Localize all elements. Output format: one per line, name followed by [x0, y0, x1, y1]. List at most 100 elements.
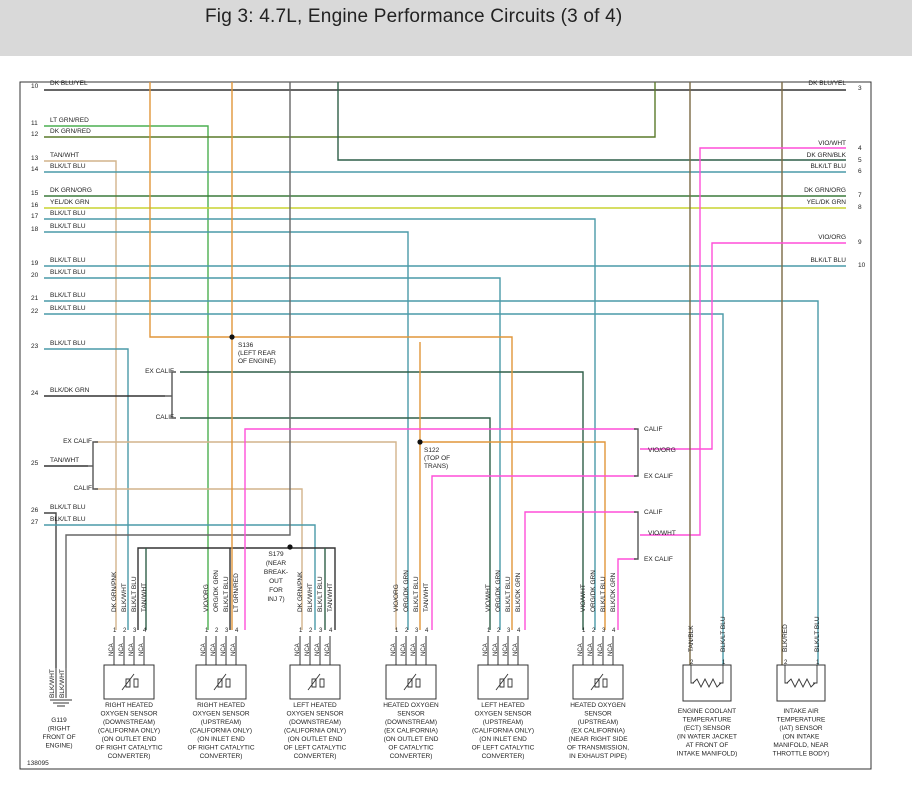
ground-description: FRONT OF — [42, 734, 75, 741]
wire-label: BLK/LT BLU — [50, 516, 86, 523]
sensor-description: (CALIFORNIA ONLY) — [190, 728, 252, 735]
branch-label: VIO/WHT — [648, 530, 676, 537]
wire-label: BLK/LT BLU — [50, 340, 86, 347]
splice-label-s179: BREAK- — [264, 569, 288, 576]
branch-label: CALIF — [156, 414, 174, 421]
wire-label: BLK/DK GRN — [50, 387, 90, 394]
pin-wire-label: BLK/DK GRN — [515, 572, 522, 612]
wire-25-calif — [95, 488, 303, 630]
branch-label: CALIF — [74, 485, 92, 492]
wire-label-right: DK GRN/ORG — [804, 187, 846, 194]
nca-label: NCA — [295, 643, 301, 656]
wire-11-lt-grn-red — [44, 125, 209, 630]
wire-org-dk-grn-d — [420, 441, 606, 630]
wire-21-blk-lt-blu — [44, 300, 819, 665]
sensor-description: OF RIGHT CATALYTIC — [95, 745, 162, 752]
wire-number: 21 — [31, 295, 39, 302]
wire-18-blk-lt-blu — [44, 231, 409, 630]
wire-label: BLK/LT BLU — [50, 269, 86, 276]
sensor-symbol — [307, 673, 325, 691]
sensor-description: (ON INLET END — [479, 736, 527, 743]
sensor-description: RIGHT HEATED — [105, 702, 153, 709]
sensor-description: ENGINE COOLANT — [678, 708, 736, 715]
splice-label-s122: S122 — [424, 447, 440, 454]
ground-description: ENGINE) — [45, 743, 72, 750]
pin-number: 4 — [329, 628, 333, 634]
wire-number: 11 — [31, 120, 38, 127]
wire-number: 26 — [31, 507, 39, 514]
wire-number: 10 — [31, 83, 39, 90]
wire-12-dk-grn-red — [44, 82, 656, 138]
pin-wire-label: BLK/WHT — [121, 583, 128, 612]
pin-number: 1 — [113, 628, 117, 634]
nca-label: NCA — [483, 643, 489, 656]
sensor-description: INTAKE AIR — [783, 708, 819, 715]
sensor-box — [289, 664, 341, 700]
nca-label: NCA — [119, 643, 125, 656]
nca-label: NCA — [129, 643, 135, 656]
pin-wire-label: ORG/DK GRN — [403, 570, 410, 612]
sensor-description: OF TRANSMISSION, — [567, 745, 629, 752]
wire-number: 20 — [31, 272, 39, 279]
sensor-box — [195, 664, 247, 700]
pin-number: 1 — [816, 660, 820, 666]
wire-number: 25 — [31, 460, 39, 467]
pin-wire-label: BLK/LT BLU — [505, 576, 512, 612]
wire-label: BLK/LT BLU — [50, 257, 86, 264]
splice-s179 — [287, 544, 293, 550]
wire-label: BLK/LT BLU — [50, 163, 86, 170]
nca-label: NCA — [109, 643, 115, 656]
pin-number: 1 — [582, 628, 586, 634]
wire-17-blk-lt-blu — [44, 218, 596, 630]
pin-number: 2 — [123, 628, 127, 634]
wire-label: DK GRN/RED — [50, 128, 91, 135]
sensor-description: OF RIGHT CATALYTIC — [187, 745, 254, 752]
pin-wire-label: ORG/DK GRN — [590, 570, 597, 612]
pin-wire-label: BLK/LT BLU — [720, 616, 727, 652]
sensor-description: (ON OUTLET END — [384, 736, 439, 743]
sensor-description: HEATED OXYGEN — [570, 702, 626, 709]
sensor-description: OF LEFT CATALYTIC — [284, 745, 347, 752]
pin-number: 4 — [235, 628, 239, 634]
nca-label: NCA — [598, 643, 604, 656]
pin-wire-label: BLK/LT BLU — [223, 576, 230, 612]
nca-label: NCA — [315, 643, 321, 656]
pin-number: 2 — [309, 628, 313, 634]
sensor-description: SENSOR — [584, 711, 612, 718]
branch-label: VIO/ORG — [648, 447, 676, 454]
splice-label-s179: OUT — [269, 578, 283, 585]
wire-22-blk-lt-blu — [44, 313, 724, 665]
pin-number: 2 — [497, 628, 501, 634]
sensor-description: (CALIFORNIA ONLY) — [472, 728, 534, 735]
wire-13-tan-wht — [44, 160, 117, 630]
nca-label: NCA — [391, 643, 397, 656]
nca-label: NCA — [401, 643, 407, 656]
pin-wire-label: TAN/BLK — [688, 625, 695, 652]
pin-wire-label: VIO/WHT — [580, 584, 587, 612]
nca-label: NCA — [231, 643, 237, 656]
sensor-description: (UPSTREAM) — [201, 719, 241, 726]
sensor-description: CONVERTER) — [108, 753, 151, 760]
nca-label: NCA — [421, 643, 427, 656]
nca-label: NCA — [211, 643, 217, 656]
splice-label-s179: S179 — [268, 551, 284, 558]
pin-wire-label: BLK/WHT — [49, 669, 56, 698]
sensor-description: (DOWNSTREAM) — [289, 719, 341, 726]
nca-label: NCA — [305, 643, 311, 656]
ground-description: (RIGHT — [48, 726, 70, 733]
sensor-box — [385, 664, 437, 700]
wire-number: 22 — [31, 308, 39, 315]
nca-label: NCA — [325, 643, 331, 656]
wire-label: DK GRN/ORG — [50, 187, 92, 194]
splice-label-s122: TRANS) — [424, 463, 448, 470]
pin-wire-label: TAN/WHT — [423, 583, 430, 612]
sensor-description: LEFT HEATED — [293, 702, 337, 709]
pin-number: 3 — [415, 628, 419, 634]
wire-label-right: DK GRN/BLK — [807, 152, 847, 159]
sensor-description: (ON INTAKE — [783, 734, 820, 741]
wire-26-blk-lt-blu — [44, 512, 57, 668]
sensor-description: (DOWNSTREAM) — [103, 719, 155, 726]
sensor-description: OF CATALYTIC — [388, 745, 433, 752]
